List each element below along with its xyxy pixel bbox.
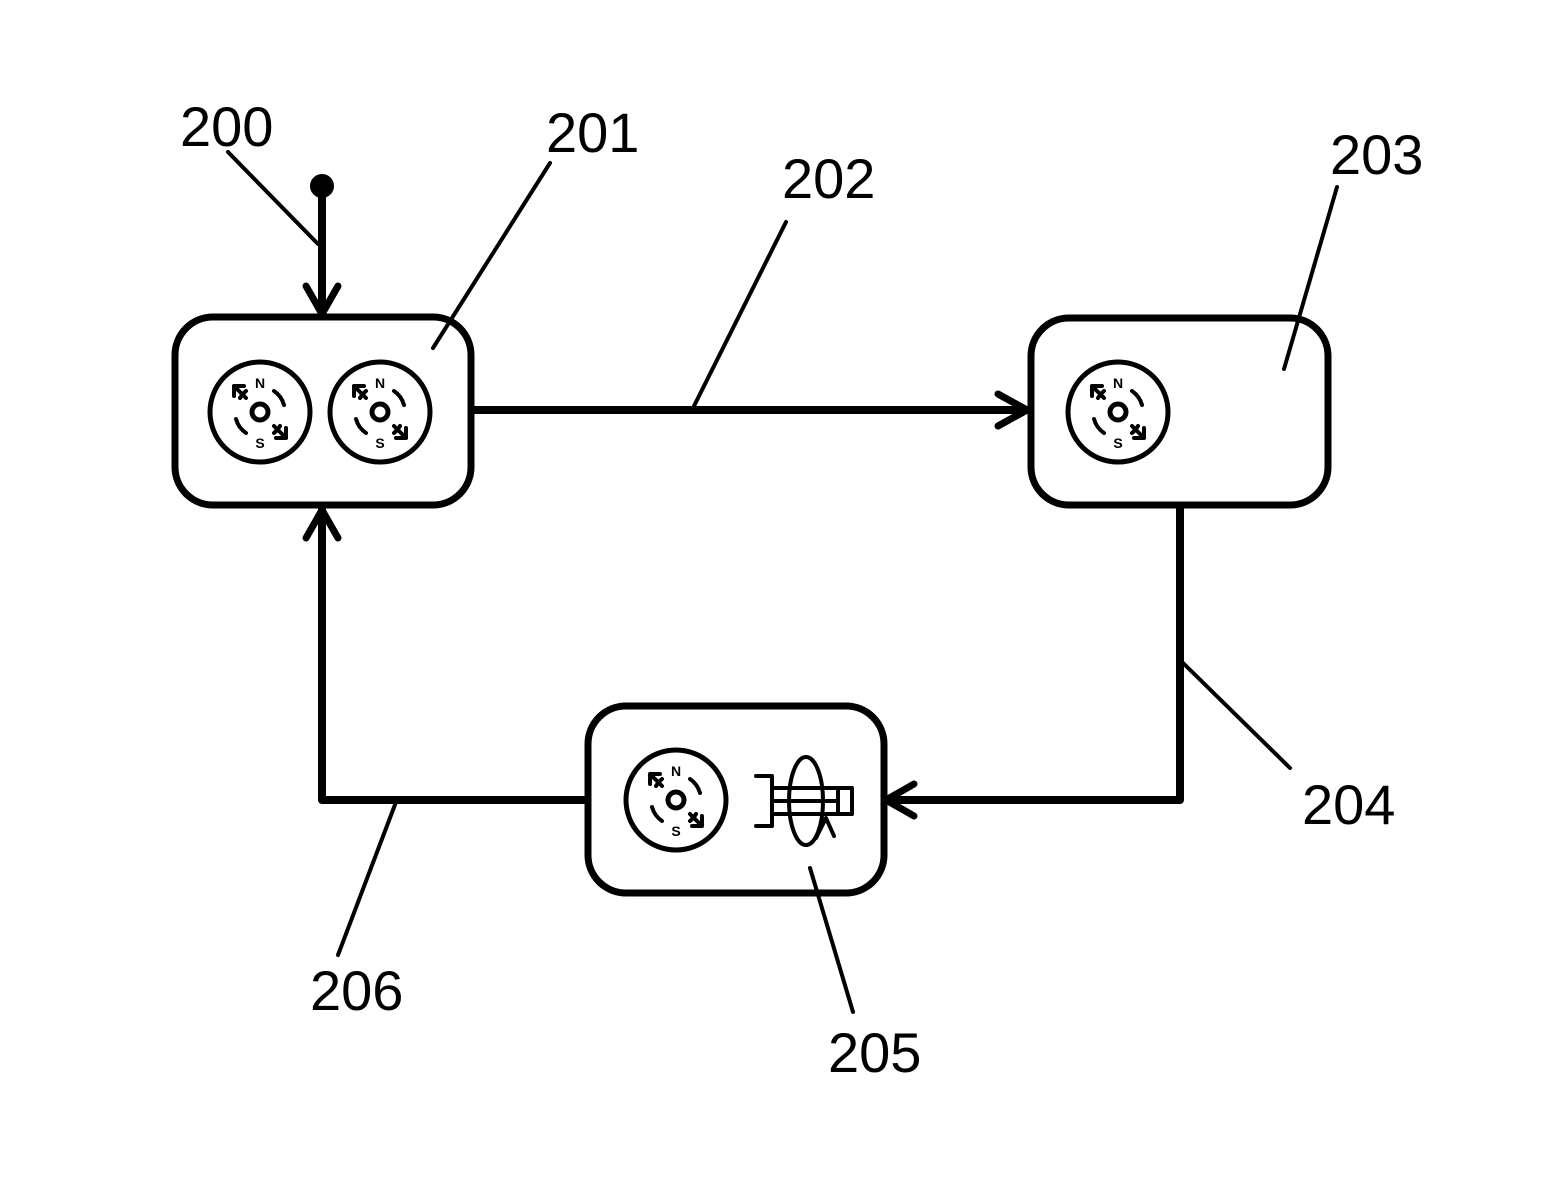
magnetic-rotor-icon: N S bbox=[210, 362, 310, 462]
south-label: S bbox=[671, 823, 680, 839]
leader-201 bbox=[431, 161, 552, 350]
ref-label-204: 204 bbox=[1302, 773, 1395, 836]
north-label: N bbox=[1113, 375, 1123, 391]
ref-label-202: 202 bbox=[782, 147, 875, 210]
ref-label-203: 203 bbox=[1330, 123, 1423, 186]
south-label: S bbox=[255, 435, 264, 451]
ref-label-200: 200 bbox=[180, 95, 273, 158]
connector-204-line bbox=[882, 506, 1184, 804]
leader-205 bbox=[808, 866, 855, 1014]
leader-202 bbox=[690, 220, 788, 412]
ref-label-201: 201 bbox=[546, 101, 639, 164]
north-label: N bbox=[375, 375, 385, 391]
start-node-dot bbox=[310, 174, 334, 198]
leader-204 bbox=[1178, 658, 1292, 770]
ref-label-206: 206 bbox=[310, 959, 403, 1022]
arrowhead-into-203 bbox=[994, 390, 1031, 430]
magnetic-rotor-icon: N S bbox=[330, 362, 430, 462]
north-label: N bbox=[671, 763, 681, 779]
north-label: N bbox=[255, 375, 265, 391]
leader-200 bbox=[226, 150, 320, 246]
arrowhead-return-201 bbox=[302, 506, 342, 542]
magnetic-rotor-icon: N S bbox=[626, 750, 726, 850]
south-label: S bbox=[1113, 435, 1122, 451]
rotation-actuator-icon bbox=[754, 755, 854, 847]
connector-206-line bbox=[318, 506, 590, 804]
leader-203 bbox=[1282, 185, 1339, 371]
ref-label-205: 205 bbox=[828, 1021, 921, 1084]
magnetic-rotor-icon: N S bbox=[1068, 362, 1168, 462]
south-label: S bbox=[375, 435, 384, 451]
leader-206 bbox=[336, 800, 398, 957]
